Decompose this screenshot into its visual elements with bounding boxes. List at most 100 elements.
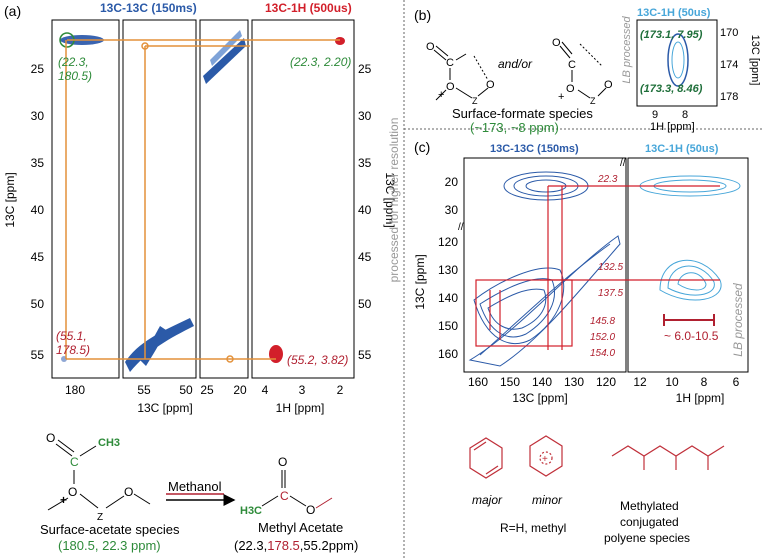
y-axis-label-left: 13C [ppm] <box>3 172 17 227</box>
ytick-left-25: 25 <box>31 62 45 76</box>
x-axis-label-1h: 1H [ppm] <box>276 401 325 415</box>
polyene-label-2: conjugated <box>620 515 679 529</box>
annotation-bot-right: (55.2, 3.82) <box>287 353 348 367</box>
xtick-c-130: 130 <box>564 375 584 389</box>
formate-structure-1: O C O + Z O <box>426 41 495 106</box>
peak-132-5: 132.5 <box>598 262 623 273</box>
surface-acetate-label: Surface-acetate species <box>40 522 180 537</box>
inset-xlabel: 1H [ppm] <box>650 121 695 133</box>
peak-22-3: 22.3 <box>597 174 618 185</box>
scheme-z: Z <box>97 512 103 523</box>
inset-ann-1: (173.1, 7.95) <box>640 29 703 41</box>
formate1-o3: O <box>486 79 495 91</box>
scheme-c: C <box>70 455 79 469</box>
plot-frame-cc <box>463 157 627 373</box>
panel-c-xlabel-c: 13C [ppm] <box>512 391 567 405</box>
panel-c-title-cc: 13C-13C (150ms) <box>490 143 579 155</box>
ytick-left-45: 45 <box>31 250 45 264</box>
ytick-right-50: 50 <box>358 297 372 311</box>
xtick-55: 55 <box>137 383 151 397</box>
plot-frame-4 <box>251 19 355 379</box>
panel-b-label: (b) <box>414 7 431 23</box>
inset-peak <box>667 33 689 87</box>
yticks-left: 25 30 35 40 45 50 55 <box>31 62 45 362</box>
panel-c-title-ch: 13C-1H (50us) <box>645 143 719 155</box>
xtick-180: 180 <box>65 383 85 397</box>
yticks-right: 25 30 35 40 45 50 55 <box>358 62 372 362</box>
peak-blob-red <box>335 37 345 45</box>
formate1-o2: O <box>446 81 455 93</box>
xtick-4: 4 <box>262 383 269 397</box>
axis-break: // <box>620 158 626 169</box>
annotation-top-left-2: 180.5) <box>58 69 92 83</box>
inset-ann-2: (173.3, 8.46) <box>640 83 703 95</box>
xtick-20: 20 <box>233 383 247 397</box>
product-o-right: O <box>306 503 315 517</box>
minor-structure <box>529 435 563 477</box>
formate2-o3: O <box>604 79 613 91</box>
scheme-o-top: O <box>46 431 55 445</box>
panel-b: (b) O C O + Z O and/or O C O + <box>414 7 761 135</box>
xtick-50: 50 <box>179 383 193 397</box>
xtick-h-8: 8 <box>701 375 708 389</box>
ytick-left-40: 40 <box>31 203 45 217</box>
acetate-scheme: O C CH3 O + Z O Surface-acetate species … <box>40 431 180 553</box>
peak-152-0: 152.0 <box>590 332 615 343</box>
inset-xtick-9: 9 <box>652 109 658 121</box>
panel-a-title-cc: 13C-13C (150ms) <box>100 1 197 15</box>
ytick-right-25: 25 <box>358 62 372 76</box>
xtick-h-12: 12 <box>633 375 647 389</box>
inset-lb-label: LB processed <box>621 15 633 83</box>
ytick-right-30: 30 <box>358 109 372 123</box>
plot-frame-3 <box>199 19 249 379</box>
panel-a-title-ch: 13C-1H (500us) <box>265 1 352 15</box>
major-structure <box>469 437 503 479</box>
product-name: Methyl Acetate <box>258 520 343 535</box>
scheme-ch3: CH3 <box>98 437 120 449</box>
formate1-c: C <box>446 57 454 69</box>
axis-break: // <box>458 222 464 233</box>
polyene-label-3: polyene species <box>604 531 690 545</box>
formate2-plus: + <box>558 91 564 103</box>
cross-peak-blob <box>140 326 166 366</box>
product-h3c: H3C <box>240 505 262 517</box>
xtick-c-120: 120 <box>596 375 616 389</box>
x-axis-label-13c: 13C [ppm] <box>137 401 192 415</box>
inset-title: 13C-1H (50us) <box>637 7 711 19</box>
side-note: processed for higher resolution <box>387 118 401 283</box>
ytick-left-55: 55 <box>31 348 45 362</box>
panel-c: (c) 13C-13C (150ms) 13C-1H (50us) // // … <box>413 139 749 545</box>
connector-lines <box>65 39 340 363</box>
xtick-h-6: 6 <box>733 375 740 389</box>
major-label: major <box>472 493 503 507</box>
formate2-c: C <box>568 59 576 71</box>
ytick-right-35: 35 <box>358 156 372 170</box>
panel-a: (a) 13C-13C (150ms) 13C-1H (500us) 13C [… <box>3 1 401 553</box>
formate-structure-2: O C O + Z O <box>552 37 613 106</box>
ytick-left-50: 50 <box>31 297 45 311</box>
xtick-c-160: 160 <box>468 375 488 389</box>
ytick-c-150: 150 <box>438 319 458 333</box>
panel-c-xlabel-h: 1H [ppm] <box>676 391 725 405</box>
methyl-acetate-structure: O C H3C O <box>240 455 333 517</box>
panel-c-lb: LB processed <box>731 283 745 357</box>
formate2-z: Z <box>590 96 596 106</box>
annotation-bot-left-1: (55.1, <box>56 329 87 343</box>
xtick-2: 2 <box>337 383 344 397</box>
y-axis-label-right: 13C [ppm] <box>383 172 397 227</box>
ytick-c-120: 120 <box>438 235 458 249</box>
inset-ytick-174: 174 <box>720 59 738 71</box>
product-c: C <box>280 489 289 503</box>
formate2-o2: O <box>566 83 575 95</box>
methanol-label: Methanol <box>168 479 222 494</box>
formate1-o: O <box>426 41 435 53</box>
formate-species-label: Surface-formate species <box>452 106 593 121</box>
ytick-c-160: 160 <box>438 347 458 361</box>
ytick-right-40: 40 <box>358 203 372 217</box>
scheme-o-right: O <box>124 485 133 499</box>
diagonal-blob <box>203 38 246 84</box>
annotation-top-left-1: (22.3, <box>58 55 89 69</box>
minor-label: minor <box>532 493 563 507</box>
and-or: and/or <box>498 57 533 71</box>
